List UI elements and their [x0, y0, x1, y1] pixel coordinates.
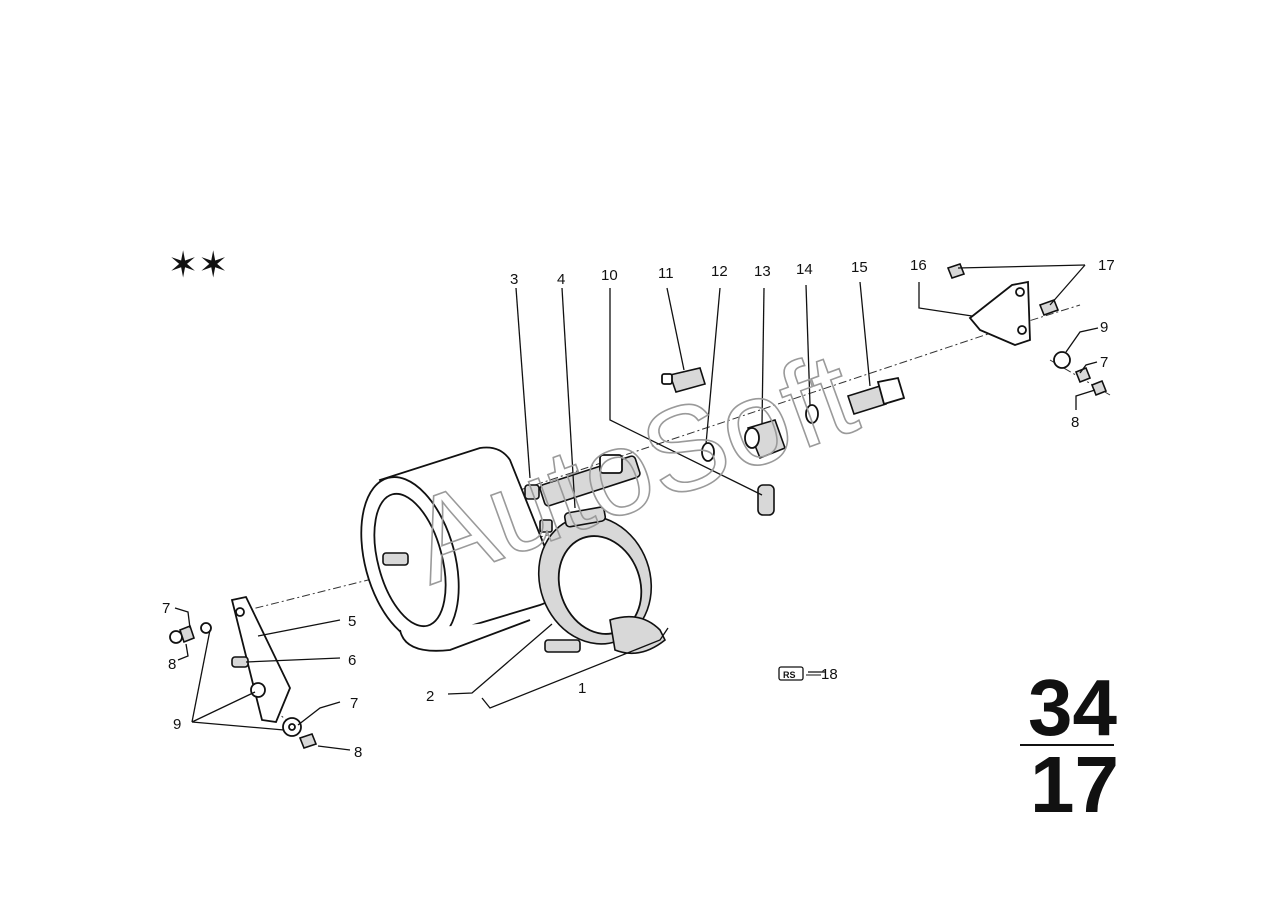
callout-1: 1	[578, 680, 586, 697]
callout-11: 11	[658, 265, 674, 282]
callout-8-left: 8	[168, 656, 176, 673]
washer-14	[805, 404, 819, 424]
callout-18: —18	[806, 666, 838, 683]
mounting-bracket	[169, 595, 318, 749]
callout-10: 10	[601, 267, 618, 284]
stars-marker: ✶✶	[168, 245, 228, 286]
holder-16	[968, 280, 1031, 346]
callout-12: 12	[711, 263, 728, 280]
callout-16: 16	[910, 257, 927, 274]
callout-6: 6	[348, 652, 356, 669]
callout-9-left: 9	[173, 716, 181, 733]
section-number: 34 17	[1020, 663, 1119, 829]
callout-2: 2	[426, 688, 434, 705]
callout-13: 13	[754, 263, 771, 280]
callout-15: 15	[851, 259, 868, 276]
banjo-bolt-15	[846, 376, 906, 415]
washer-12	[701, 442, 715, 462]
callout-numbers: 3 4 10 11 12 13 14 15 16 17 9 7 8 7 8 5 …	[162, 257, 1115, 761]
callout-7-bottom: 7	[350, 695, 358, 712]
hose-10	[757, 484, 775, 516]
section-number-top: 34	[1028, 663, 1117, 752]
callout-5: 5	[348, 613, 356, 630]
callout-8-bottom: 8	[354, 744, 362, 761]
rs-badge: RS	[778, 666, 804, 681]
distributor-13	[744, 419, 787, 460]
callout-14: 14	[796, 261, 813, 278]
callout-3: 3	[510, 271, 518, 288]
callout-9-right: 9	[1100, 319, 1108, 336]
right-washer-nut	[1053, 351, 1108, 397]
section-number-bottom: 17	[1030, 740, 1119, 829]
callout-8-right: 8	[1071, 414, 1079, 431]
rs-badge-label: RS	[783, 670, 796, 680]
callout-7-left: 7	[162, 600, 170, 617]
callout-7-right: 7	[1100, 354, 1108, 371]
pressure-switch-11	[661, 367, 707, 393]
leader-lines	[174, 264, 1099, 751]
callout-4: 4	[557, 271, 565, 288]
callout-17: 17	[1098, 257, 1115, 274]
brake-booster	[360, 446, 667, 655]
